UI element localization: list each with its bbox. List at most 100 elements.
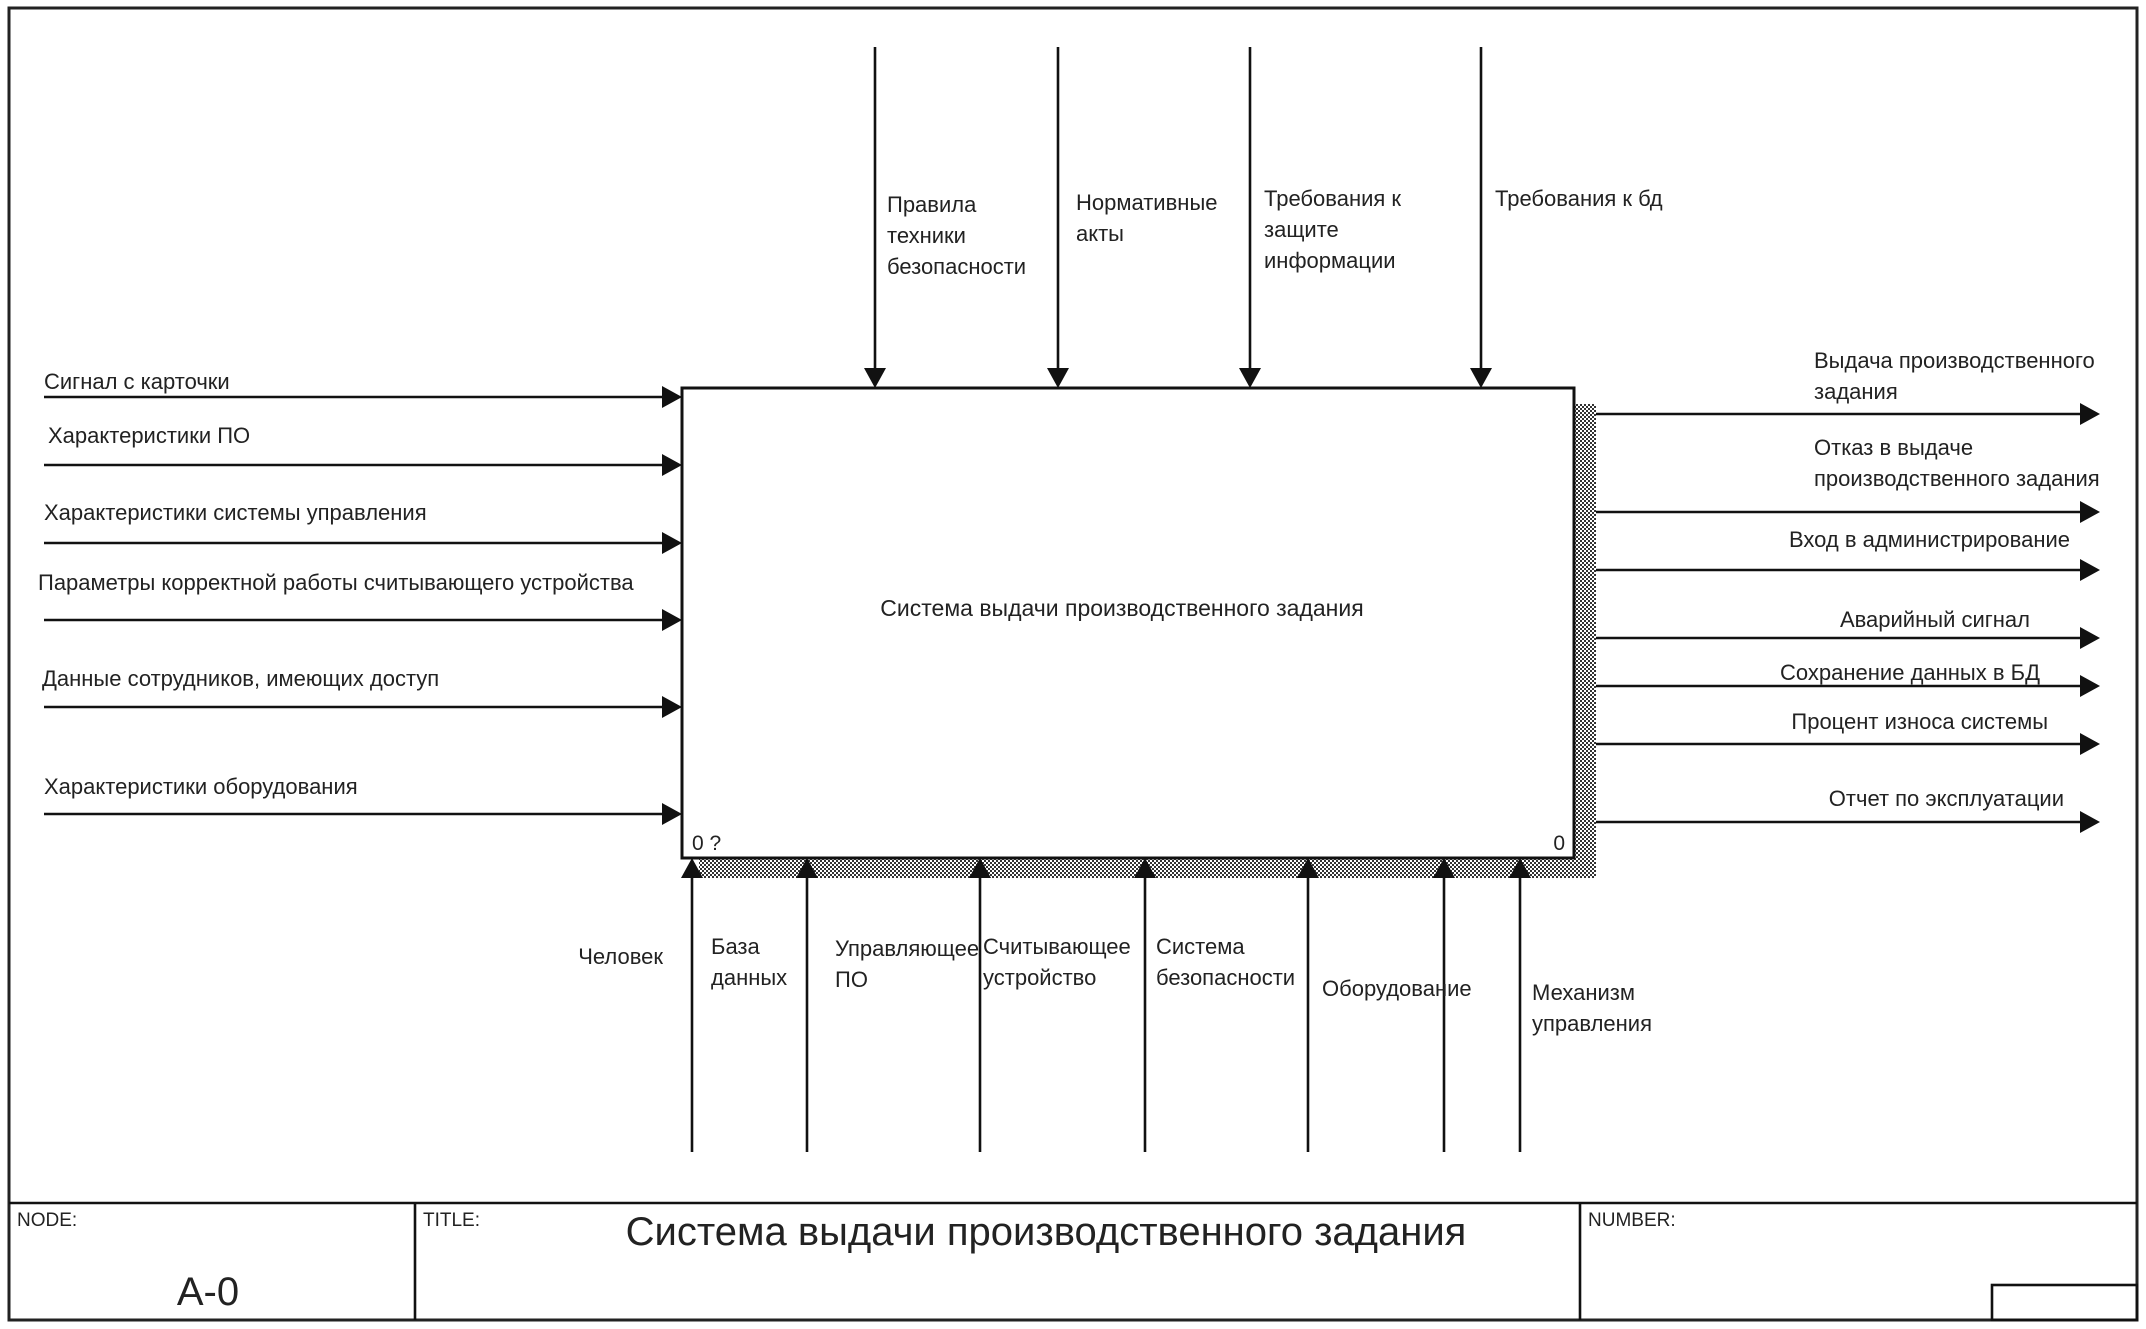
mechanism-label-6: Оборудование [1322, 976, 1472, 1001]
control-label-4-line: Требования к бд [1495, 186, 1663, 211]
mechanism-label-3-line: Управляющее [835, 936, 979, 961]
title-field-label: TITLE: [423, 1210, 480, 1231]
node-field-label: NODE: [17, 1210, 77, 1231]
mechanism-label-3-line: ПО [835, 967, 868, 992]
mechanism-arrowhead [796, 858, 818, 878]
input-arrow-3[interactable]: Характеристики системы управления [44, 500, 682, 554]
mechanism-arrow-7[interactable]: Механизм управления [1509, 858, 1652, 1152]
control-arrow-4[interactable]: Требования к бд [1470, 47, 1663, 388]
function-box-corner-left: 0 ? [692, 832, 721, 855]
mechanism-label-1-line: Человек [578, 944, 663, 969]
mechanism-arrow-1[interactable]: Человек [578, 858, 703, 1152]
output-arrowhead [2080, 811, 2100, 833]
input-arrowhead [662, 803, 682, 825]
output-arrowhead [2080, 403, 2100, 425]
mechanism-arrow-6[interactable]: Оборудование [1322, 858, 1472, 1152]
input-label-1: Сигнал с карточки [44, 369, 230, 394]
output-label-1-line: Выдача производственного [1814, 348, 2095, 373]
output-arrow-4[interactable]: Аварийный сигнал [1596, 607, 2100, 649]
number-field-label: NUMBER: [1588, 1210, 1676, 1231]
output-arrow-3[interactable]: Вход в администрирование [1596, 527, 2100, 581]
input-arrow-1[interactable]: Сигнал с карточки [44, 369, 682, 408]
input-label-4: Параметры корректной работы считывающего… [38, 570, 634, 595]
number-box [1990, 1283, 2139, 1322]
function-box[interactable] [680, 386, 1576, 860]
mechanism-arrowhead [1433, 858, 1455, 878]
control-label-3-line: защите [1264, 217, 1339, 242]
mechanism-label-6-line: Оборудование [1322, 976, 1472, 1001]
input-arrowhead [662, 696, 682, 718]
input-arrow-4[interactable]: Параметры корректной работы считывающего… [38, 570, 682, 631]
input-arrow-5[interactable]: Данные сотрудников, имеющих доступ [42, 666, 682, 718]
output-arrow-7[interactable]: Отчет по эксплуатации [1596, 786, 2100, 833]
input-arrowhead [662, 609, 682, 631]
title-block: NODE: A-0 TITLE: Система выдачи производ… [9, 1201, 2139, 1322]
control-arrowhead [1047, 368, 1069, 388]
mechanism-label-7: Механизм управления [1532, 980, 1652, 1036]
output-label-6: Процент износа системы [1791, 709, 2048, 734]
control-label-3-line: Требования к [1264, 186, 1401, 211]
output-arrowhead [2080, 675, 2100, 697]
mechanism-label-4-line: устройство [983, 965, 1096, 990]
mechanism-arrowhead [969, 858, 991, 878]
function-box-corner-right: 0 [1553, 832, 1565, 855]
mechanism-label-7-line: Механизм [1532, 980, 1635, 1005]
output-label-1: Выдача производственного задания [1814, 348, 2095, 404]
output-arrow-6[interactable]: Процент износа системы [1596, 709, 2100, 755]
input-arrowhead [662, 386, 682, 408]
input-label-2: Характеристики ПО [48, 423, 250, 448]
input-arrow-2[interactable]: Характеристики ПО [44, 423, 682, 476]
function-box-shadow-right [1574, 404, 1596, 878]
output-arrowhead [2080, 559, 2100, 581]
output-label-3-line: Вход в администрирование [1789, 527, 2070, 552]
input-arrow-6[interactable]: Характеристики оборудования [44, 774, 682, 825]
control-arrow-2[interactable]: Нормативные акты [1047, 47, 1218, 388]
mechanism-arrowhead [1134, 858, 1156, 878]
input-label-5: Данные сотрудников, имеющих доступ [42, 666, 439, 691]
output-arrowhead [2080, 733, 2100, 755]
output-arrow-1[interactable]: Выдача производственного задания [1596, 348, 2100, 425]
mechanism-arrowhead [1509, 858, 1531, 878]
mechanism-label-2-line: данных [711, 965, 787, 990]
control-label-1-line: безопасности [887, 254, 1026, 279]
output-label-5: Сохранение данных в БД [1780, 660, 2040, 685]
control-label-2-line: акты [1076, 221, 1124, 246]
output-arrow-5[interactable]: Сохранение данных в БД [1596, 660, 2100, 697]
title-field-value: Система выдачи производственного задания [626, 1210, 1467, 1254]
mechanism-arrowhead [1297, 858, 1319, 878]
diagram-border [7, 6, 2139, 1322]
output-label-1-line: задания [1814, 379, 1898, 404]
output-label-2-line: Отказ в выдаче [1814, 435, 1973, 460]
control-label-2: Нормативные акты [1076, 190, 1218, 246]
mechanism-label-1: Человек [578, 944, 663, 969]
control-label-2-line: Нормативные [1076, 190, 1218, 215]
output-label-2: Отказ в выдаче производственного задания [1814, 435, 2100, 491]
output-label-6-line: Процент износа системы [1791, 709, 2048, 734]
output-label-5-line: Сохранение данных в БД [1780, 660, 2040, 685]
output-arrowhead [2080, 501, 2100, 523]
output-label-2-line: производственного задания [1814, 466, 2100, 491]
control-label-4: Требования к бд [1495, 186, 1663, 211]
control-arrowhead [864, 368, 886, 388]
output-arrowhead [2080, 627, 2100, 649]
output-arrow-2[interactable]: Отказ в выдаче производственного задания [1596, 435, 2100, 523]
mechanism-label-7-line: управления [1532, 1011, 1652, 1036]
input-label-3: Характеристики системы управления [44, 500, 427, 525]
output-label-3: Вход в администрирование [1789, 527, 2070, 552]
input-arrowhead [662, 532, 682, 554]
